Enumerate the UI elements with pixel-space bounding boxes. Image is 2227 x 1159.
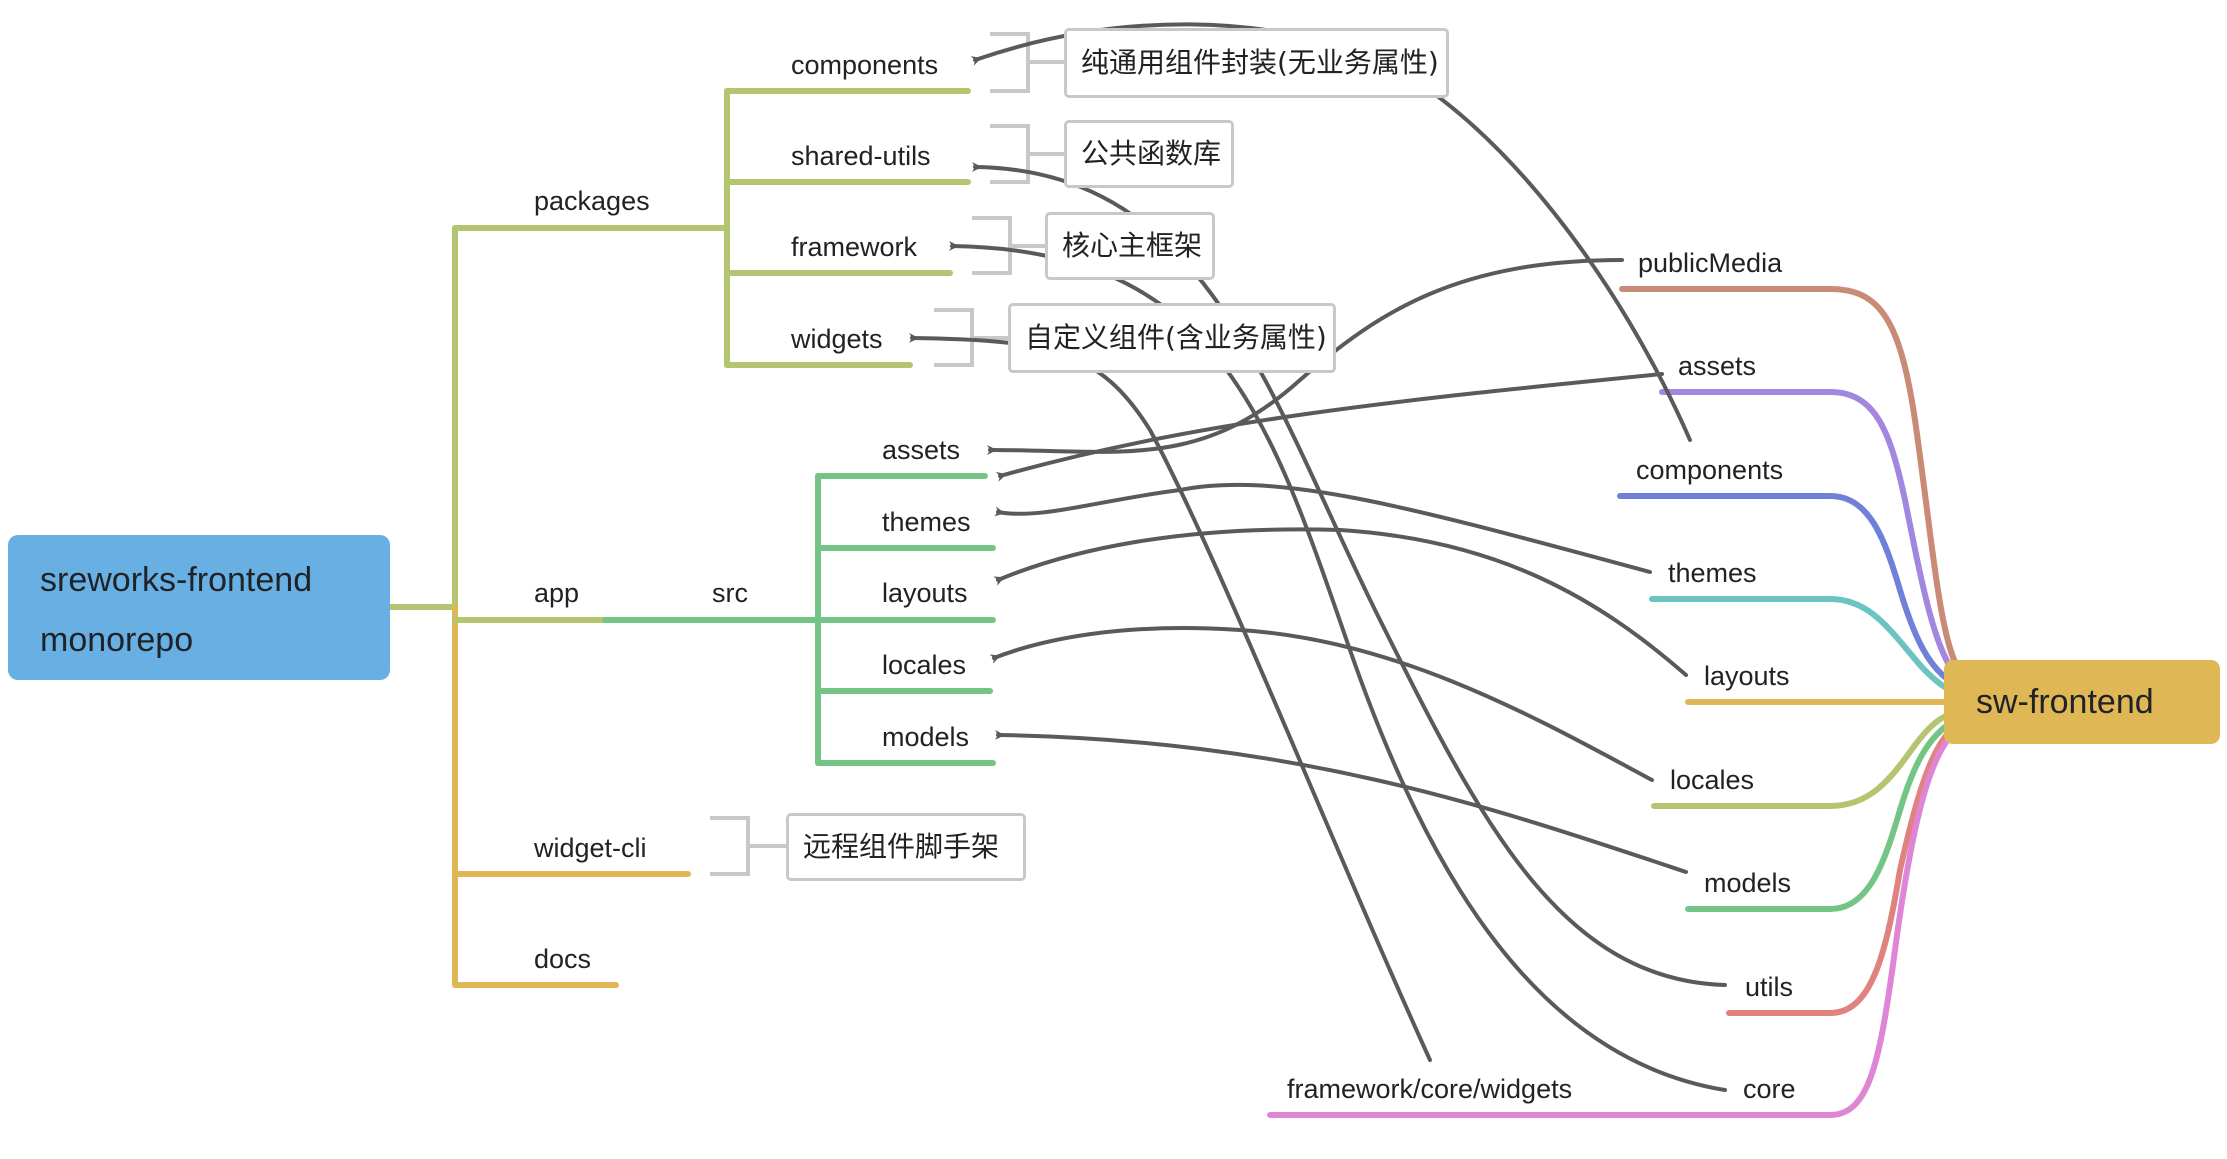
note-framework-text: 核心主框架 (1062, 229, 1203, 262)
right-node-framework-core-widgets[interactable]: framework/core/widgets (1287, 1074, 1573, 1104)
node-docs[interactable]: docs (534, 944, 592, 974)
hub-node-sw-frontend[interactable]: sw-frontend (1944, 660, 2220, 744)
right-branch-publicmedia (1619, 286, 1968, 683)
right-node-assets[interactable]: assets (1678, 351, 1757, 381)
note-shared-utils-text: 公共函数库 (1081, 137, 1222, 170)
relation-themes (994, 482, 1652, 574)
note-widget-cli-text: 远程组件脚手架 (803, 830, 1000, 863)
note-components[interactable]: 纯通用组件封装(无业务属性) (1064, 28, 1449, 98)
right-node-core[interactable]: core (1743, 1074, 1796, 1104)
note-framework[interactable]: 核心主框架 (1045, 212, 1215, 280)
note-widgets[interactable]: 自定义组件(含业务属性) (1008, 303, 1336, 373)
right-branch-themes (1649, 596, 1953, 693)
node-packages-components[interactable]: components (791, 50, 939, 80)
right-node-publicmedia[interactable]: publicMedia (1638, 248, 1783, 278)
node-app[interactable]: app (534, 578, 580, 608)
right-node-locales[interactable]: locales (1670, 765, 1755, 795)
node-src[interactable]: src (712, 578, 748, 608)
right-branch-models (1685, 717, 1958, 912)
node-widget-cli[interactable]: widget-cli (534, 833, 647, 863)
node-src-layouts[interactable]: layouts (882, 578, 968, 608)
right-branch-core (1267, 721, 1968, 1118)
right-branch-utils (1726, 719, 1963, 1016)
right-node-layouts[interactable]: layouts (1704, 661, 1790, 691)
node-packages-shared-utils[interactable]: shared-utils (791, 141, 931, 171)
bracket-widgets (934, 308, 1008, 367)
hub-title: sw-frontend (1976, 683, 2154, 721)
bracket-components (990, 32, 1064, 93)
bracket-framework (972, 216, 1045, 275)
bracket-shared-utils (990, 124, 1064, 184)
node-packages-framework[interactable]: framework (791, 232, 918, 262)
root-node[interactable]: sreworks-frontend monorepo (8, 535, 390, 680)
right-node-themes[interactable]: themes (1668, 558, 1757, 588)
relation-models (994, 729, 1688, 874)
node-packages-widgets[interactable]: widgets (791, 324, 883, 354)
note-shared-utils[interactable]: 公共函数库 (1064, 120, 1234, 188)
note-components-text: 纯通用组件封装(无业务属性) (1081, 46, 1439, 79)
right-branch-components (1617, 493, 1958, 687)
root-title-line2: monorepo (40, 621, 194, 659)
relation-locales (989, 626, 1654, 782)
node-src-locales[interactable]: locales (882, 650, 967, 680)
right-node-models[interactable]: models (1704, 868, 1792, 898)
relation-layouts (993, 527, 1688, 677)
node-src-themes[interactable]: themes (882, 507, 971, 537)
note-widget-cli[interactable]: 远程组件脚手架 (786, 813, 1026, 881)
node-src-assets[interactable]: assets (882, 435, 961, 465)
right-branch-assets (1659, 389, 1963, 685)
right-branch-locales (1651, 711, 1953, 809)
relation-utils (971, 161, 1727, 987)
node-packages[interactable]: packages (534, 186, 650, 216)
right-node-components[interactable]: components (1636, 455, 1784, 485)
root-title-line1: sreworks-frontend (40, 561, 313, 599)
right-node-utils[interactable]: utils (1745, 972, 1794, 1002)
node-src-models[interactable]: models (882, 722, 970, 752)
note-widgets-text: 自定义组件(含业务属性) (1025, 321, 1327, 354)
bracket-widget-cli (710, 816, 786, 876)
relation-assets (995, 372, 1664, 482)
